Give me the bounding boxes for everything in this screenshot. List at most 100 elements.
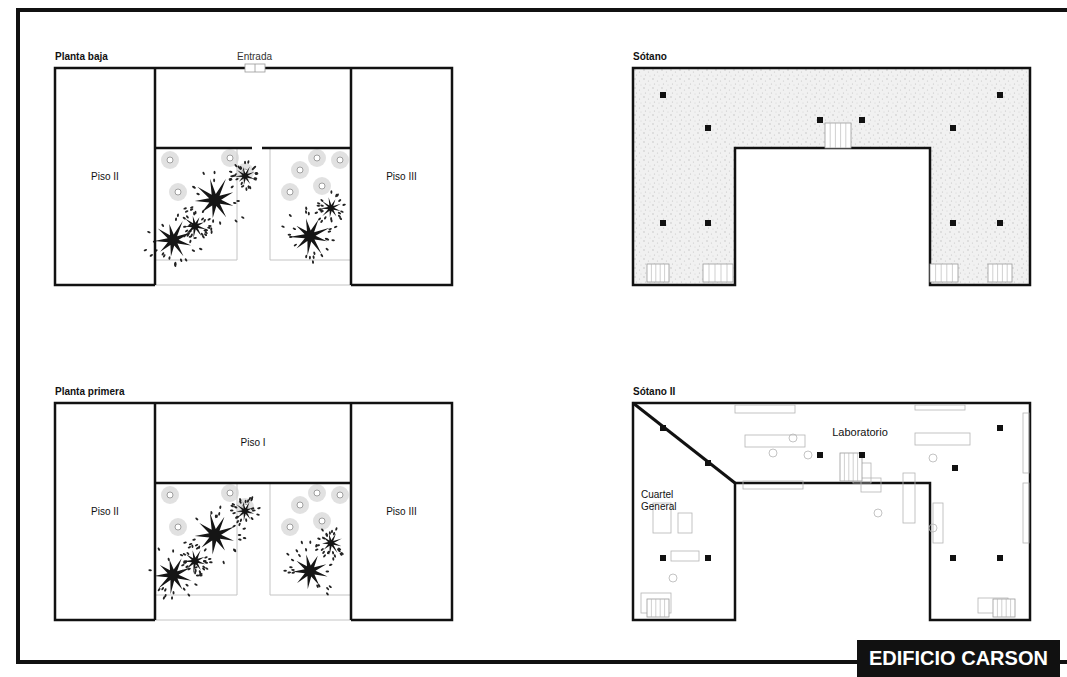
plant-leaf (320, 219, 324, 223)
column (660, 92, 666, 98)
floor-panel: Sótano (633, 50, 1039, 286)
plant-leaf (210, 511, 213, 515)
plant-leaf (236, 200, 240, 202)
column (859, 452, 865, 458)
flower-symbol (167, 157, 173, 163)
flower-symbol (167, 492, 173, 498)
plant-leaf (208, 225, 212, 227)
plant-leaf (337, 549, 341, 553)
plant-leaf (288, 214, 292, 218)
flower-symbol (331, 486, 349, 504)
stair-symbol (993, 599, 1015, 617)
plant-leaf (229, 170, 233, 173)
flower-symbol (331, 151, 349, 169)
plant-leaf (244, 161, 246, 165)
plant-leaf (238, 534, 242, 536)
plant-leaf (253, 177, 257, 180)
furniture (903, 473, 915, 523)
flower-symbol (175, 189, 181, 195)
flower-symbol (221, 484, 239, 502)
plant-leaf (245, 187, 247, 191)
column (817, 452, 823, 458)
room-name: Piso I (240, 437, 265, 449)
furniture (933, 503, 943, 543)
plant-leaf (232, 175, 236, 177)
stair-symbol (840, 453, 862, 481)
flower-symbol (169, 518, 187, 536)
flower-symbol (291, 496, 309, 514)
plant-leaf (200, 232, 204, 236)
plant-leaf (325, 533, 329, 537)
label-text: Entrada (237, 50, 272, 64)
flower-symbol (337, 492, 343, 498)
plant-leaf (322, 550, 326, 554)
flower-symbol (314, 490, 320, 496)
plant-leaf (312, 260, 314, 264)
plant-leaf (182, 587, 186, 591)
plant-leaf (185, 583, 189, 587)
basement-plan (633, 68, 1030, 285)
plant-leaf (143, 249, 147, 252)
plant-leaf (236, 520, 240, 524)
plant-leaf (320, 210, 324, 213)
plant-leaf (183, 226, 187, 228)
stair-step (660, 264, 661, 282)
plant-leaf (333, 554, 336, 558)
column (859, 117, 865, 123)
plant-leaf (308, 212, 310, 216)
flower-symbol (221, 149, 239, 167)
plant-leaf (292, 227, 296, 230)
stair-symbol (825, 123, 851, 148)
plant-leaf (335, 194, 338, 198)
plant-leaf (247, 160, 250, 164)
stair-step (664, 599, 665, 617)
plant-leaf (250, 498, 253, 502)
plant-leaf (287, 571, 291, 573)
plant-leaf (181, 564, 185, 567)
plant-leaf (149, 254, 153, 258)
plant-leaf (232, 524, 236, 527)
plant-leaf (210, 230, 212, 234)
plant-leaf (240, 181, 243, 185)
room-name: Piso III (386, 506, 417, 518)
entrance-label: Entrada (237, 50, 272, 64)
plant-leaf (161, 223, 165, 227)
plant-leaf (239, 166, 242, 170)
plant-leaf (147, 231, 151, 234)
furniture (678, 513, 692, 533)
room-name: Piso II (91, 171, 119, 183)
room-name: Cuartel General (641, 489, 705, 513)
page-frame (1060, 660, 1067, 664)
room-box: Piso III (351, 68, 452, 285)
flower-symbol (287, 189, 293, 195)
plant-leaf (320, 204, 324, 207)
plant-leaf (331, 530, 333, 534)
flower-symbol (319, 518, 325, 524)
plant-leaf (192, 538, 196, 541)
plant-leaf (180, 569, 184, 573)
plant-leaf (328, 585, 332, 589)
plant-leaf (196, 575, 200, 577)
column (705, 460, 711, 466)
stair-step (1002, 264, 1003, 282)
plant-leaf (325, 532, 328, 536)
column (997, 555, 1003, 561)
plant-leaf (318, 217, 322, 221)
stair-step (709, 264, 710, 282)
plant-symbol (195, 513, 235, 555)
plant-leaf (187, 593, 191, 597)
plant-leaf (339, 552, 343, 556)
plant-leaf (174, 262, 176, 266)
stair-step (1007, 264, 1008, 282)
plant-leaf (233, 549, 237, 553)
stair-step (1006, 599, 1007, 617)
plant-leaf (187, 546, 191, 549)
plant-leaf (245, 500, 247, 504)
plant-leaf (327, 230, 331, 233)
stair-step (655, 599, 656, 617)
plant-leaf (203, 548, 207, 552)
plant-leaf (207, 218, 211, 221)
flower-symbol (161, 151, 179, 169)
